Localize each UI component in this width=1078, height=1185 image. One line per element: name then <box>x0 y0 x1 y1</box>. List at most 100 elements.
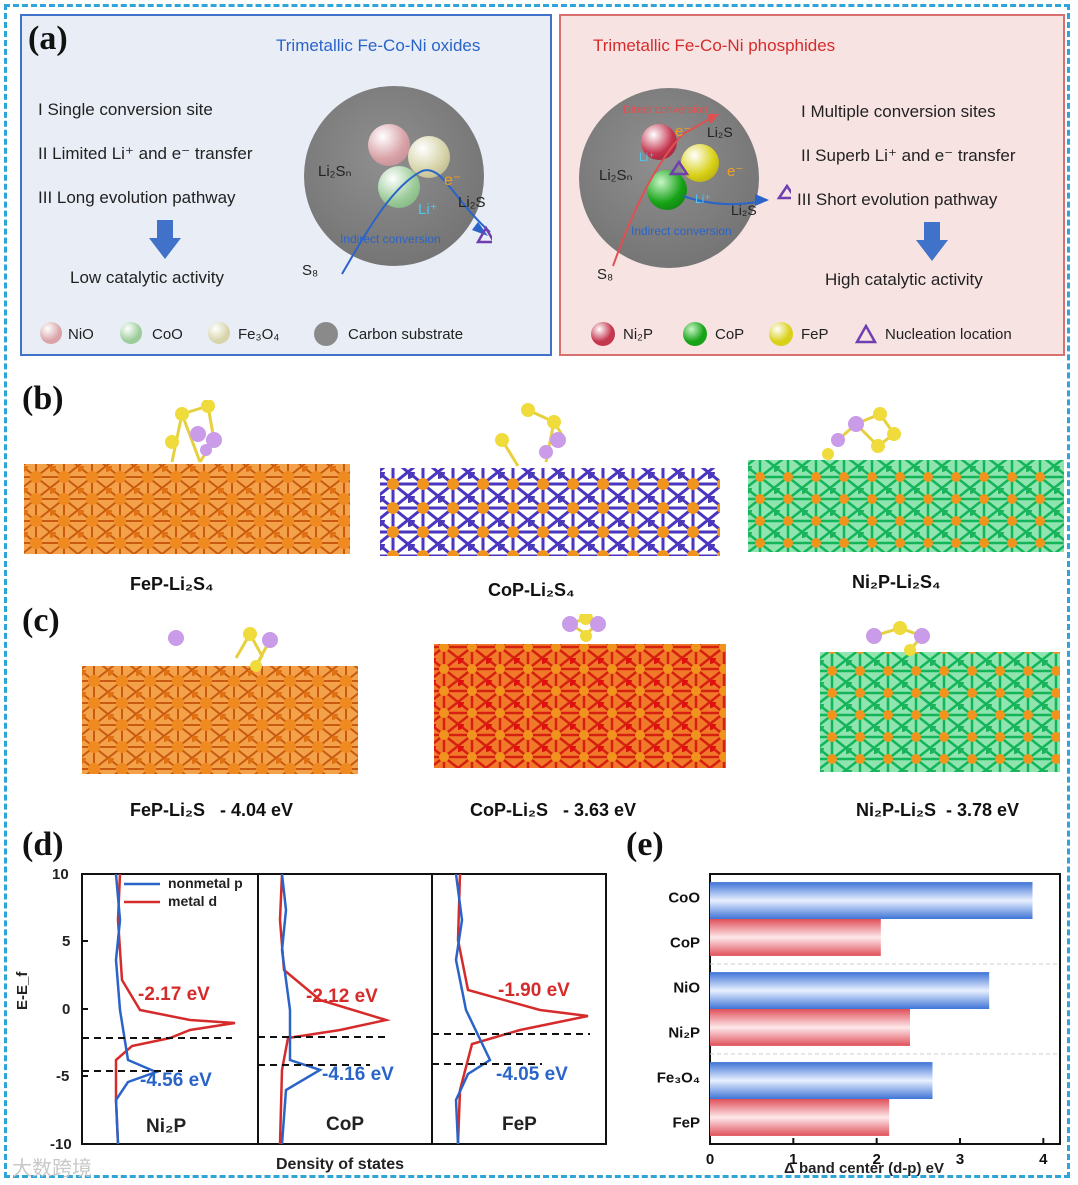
ni2p-li2s-structure <box>820 621 1060 772</box>
ni2p-legend-swatch <box>591 322 615 346</box>
dos-ytick-neg5: -5 <box>56 1068 70 1085</box>
panel-label-c: (c) <box>22 602 60 639</box>
li2sn-label: Li₂Sₙ <box>599 167 633 184</box>
phosphides-title: Trimetallic Fe-Co-Ni phosphides <box>593 36 836 55</box>
ni2p-li2s4-caption: Ni₂P-Li₂S₄ <box>852 572 941 592</box>
panel-label-d: (d) <box>22 826 64 863</box>
panel-label-e: (e) <box>626 826 664 863</box>
fe3o4-legend-swatch <box>208 322 230 344</box>
phosphides-result: High catalytic activity <box>825 270 983 289</box>
watermark: 大数跨境 <box>12 1158 92 1180</box>
panel-label-b: (b) <box>22 380 64 417</box>
cop-dos-label: CoP <box>326 1114 364 1135</box>
coo-legend-label: CoO <box>152 326 183 343</box>
dos-ytick-0: 0 <box>62 1001 71 1018</box>
lithium-ion-label-1: Li⁺ <box>639 150 655 164</box>
li2s-label: Li₂S <box>458 194 486 211</box>
bar-3 <box>710 1009 910 1046</box>
cop-li2s-structure <box>434 614 726 768</box>
cop-legend-label: CoP <box>715 326 745 343</box>
oxides-panel: (a) Trimetallic Fe-Co-Ni oxides I Single… <box>20 14 552 356</box>
dos-ylabel: E-E_f <box>14 971 31 1010</box>
ni2p-legend-label: Ni₂P <box>623 326 653 343</box>
carbon-legend-swatch <box>314 322 338 346</box>
fep-li2s4-structure <box>24 400 350 554</box>
ni2p-sphere <box>641 124 677 160</box>
phosphides-item-1: I Multiple conversion sites <box>801 102 996 121</box>
indirect-conversion-label: Indirect conversion <box>631 224 732 238</box>
phosphides-item-3: III Short evolution pathway <box>797 190 998 209</box>
cop-legend-swatch <box>683 322 707 346</box>
category-label-1: CoP <box>670 935 700 952</box>
dos-xlabel: Density of states <box>276 1156 405 1173</box>
oxides-item-3: III Long evolution pathway <box>38 188 236 207</box>
ni2p-li2s-caption: Ni₂P-Li₂S - 3.78 eV <box>856 800 1020 820</box>
dos-legend-metal-d: metal d <box>168 893 218 909</box>
lithium-ion-label: Li⁺ <box>418 201 438 218</box>
fep-metal-d-center: -1.90 eV <box>498 980 570 1001</box>
phosphides-panel: Trimetallic Fe-Co-Ni phosphides I Multip… <box>559 14 1065 356</box>
dos-ytick-neg10: -10 <box>50 1136 72 1153</box>
xtick-label-1: 1 <box>789 1151 797 1168</box>
cop-nonmetal-p-center: -4.16 eV <box>322 1064 394 1085</box>
dos-ytick-10: 10 <box>52 866 69 883</box>
fe3o4-legend-label: Fe₃O₄ <box>238 326 280 343</box>
xtick-label-2: 2 <box>872 1151 880 1168</box>
ni2p-dos-label: Ni₂P <box>146 1116 187 1137</box>
fep-sphere <box>681 144 719 182</box>
coo-sphere <box>378 166 420 208</box>
electron-label: e⁻ <box>444 172 462 189</box>
ni2p-li2s4-structure <box>748 407 1064 552</box>
oxides-item-1: I Single conversion site <box>38 100 213 119</box>
lithium-ion-label-2: Li⁺ <box>695 192 711 206</box>
fep-nonmetal-p-center: -4.05 eV <box>496 1064 568 1085</box>
electron-label-2: e⁻ <box>727 163 744 180</box>
oxides-item-2: II Limited Li⁺ and e⁻ transfer <box>38 144 253 163</box>
oxides-result: Low catalytic activity <box>70 268 224 287</box>
li2s-top-label: Li₂S <box>707 124 733 140</box>
cop-li2s4-caption: CoP-Li₂S₄ <box>488 580 575 600</box>
oxides-title: Trimetallic Fe-Co-Ni oxides <box>276 36 481 55</box>
dos-plot <box>81 873 607 1145</box>
category-label-4: Fe₃O₄ <box>657 1070 700 1087</box>
category-label-3: Ni₂P <box>668 1025 700 1042</box>
cop-li2s-caption: CoP-Li₂S - 3.63 eV <box>470 800 637 820</box>
bar-1 <box>710 919 881 956</box>
s8-label: S₈ <box>597 266 614 283</box>
indirect-pathway-arrow <box>341 169 492 275</box>
dos-ytick-5: 5 <box>62 933 71 950</box>
fep-li2s-caption: FeP-Li₂S - 4.04 eV <box>130 800 294 820</box>
s8-label: S₈ <box>302 262 319 279</box>
fep-dos-label: FeP <box>502 1114 537 1135</box>
fep-li2s4-caption: FeP-Li₂S₄ <box>130 574 214 594</box>
category-label-2: NiO <box>673 980 700 997</box>
category-label-0: CoO <box>668 890 700 907</box>
band-center-xlabel: Δ band center (d-p) eV <box>784 1160 944 1177</box>
nucleation-triangle-icon <box>855 324 877 344</box>
electron-label-1: e⁻ <box>675 123 692 140</box>
cop-li2s4-structure <box>380 403 720 556</box>
dos-legend-nonmetal-p: nonmetal p <box>168 875 243 891</box>
li2s-right-label: Li₂S <box>731 202 757 218</box>
li2sn-label: Li₂Sₙ <box>318 163 352 180</box>
fep-li2s-structure <box>82 627 358 774</box>
coo-legend-swatch <box>120 322 142 344</box>
phosphides-item-2: II Superb Li⁺ and e⁻ transfer <box>801 146 1016 165</box>
category-label-5: FeP <box>672 1115 700 1132</box>
direct-conversion-label: Direct conversion <box>623 104 708 116</box>
nucleation-legend-label: Nucleation location <box>885 326 1012 343</box>
carbon-legend-label: Carbon substrate <box>348 326 464 343</box>
cop-metal-d-center: -2.12 eV <box>306 986 378 1007</box>
xtick-label-3: 3 <box>956 1151 964 1168</box>
bar-4 <box>710 1062 933 1099</box>
ni2p-metal-d-center: -2.17 eV <box>138 984 210 1005</box>
xtick-label-0: 0 <box>706 1151 714 1168</box>
nio-legend-swatch <box>40 322 62 344</box>
nio-sphere <box>368 124 410 166</box>
figure-frame <box>4 4 1070 1178</box>
indirect-conversion-label: Indirect conversion <box>340 232 441 246</box>
fep-legend-swatch <box>769 322 793 346</box>
bar-5 <box>710 1099 890 1136</box>
bar-2 <box>710 972 990 1009</box>
